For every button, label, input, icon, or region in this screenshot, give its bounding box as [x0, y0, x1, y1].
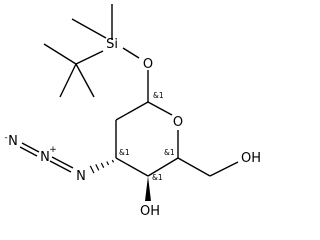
bond-si-tertbutyl	[75, 50, 104, 65]
wedge-bond-c4-oh	[145, 176, 151, 201]
atom-azide-n1: N	[76, 169, 86, 184]
atom-si: Si	[106, 37, 118, 52]
bond-n2-n3-b	[19, 146, 38, 157]
bond-o-ring-c1	[147, 101, 173, 116]
bond-c4-c5	[147, 157, 179, 177]
bond-si-o	[122, 47, 140, 59]
charge-azide-central: +	[49, 145, 57, 155]
bond-si-methyl-left	[71, 18, 107, 39]
stereo-label-c3: &1	[119, 148, 130, 157]
atom-azide-n3: N	[8, 134, 18, 149]
stereo-label-c5: &1	[164, 148, 175, 157]
atom-o-ring: O	[173, 115, 183, 130]
bond-n1-n2-a	[51, 156, 74, 169]
bond-c5-c6	[177, 157, 211, 177]
bond-tbu-methyl-bottom-right	[75, 63, 95, 98]
bond-tbu-methyl-left	[43, 43, 77, 65]
stereo-label-c1: &1	[153, 91, 164, 100]
bond-tbu-methyl-bottom-left	[59, 63, 77, 98]
molecule-canvas: Si O O OH OH N N N - + &1 &1 &1 &1	[4, 4, 261, 219]
chemical-structure-drawing: Si O O OH OH N N N - + &1 &1 &1 &1	[4, 4, 261, 219]
hash-bond-c3-n	[89, 159, 115, 174]
charge-azide-terminal: -	[4, 133, 7, 143]
bond-c3-c4	[115, 157, 149, 177]
atom-oh-c6: OH	[241, 151, 261, 166]
stereo-label-c4: &1	[152, 173, 163, 182]
bond-n2-n3-a	[21, 142, 40, 153]
bond-c6-oh	[209, 161, 239, 177]
atom-oh-c4: OH	[140, 204, 160, 219]
atom-azide-n2: N	[40, 150, 50, 165]
bond-n1-n2-b	[49, 160, 72, 173]
bond-c1-c2	[115, 101, 149, 121]
atom-o-silyl: O	[143, 57, 153, 72]
